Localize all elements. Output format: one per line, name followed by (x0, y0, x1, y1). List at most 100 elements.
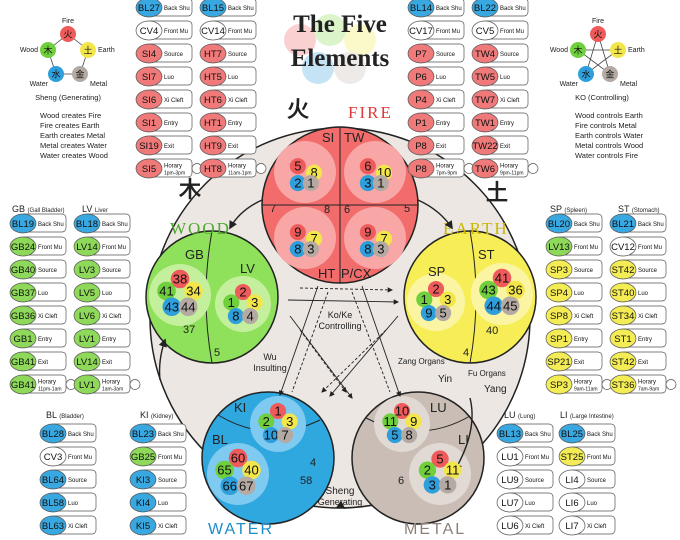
controlling-label: Controlling (318, 321, 361, 331)
point-dot-wood-gb-4: 44 (178, 297, 198, 317)
point-dot-fire-si-2: 2 (289, 175, 306, 192)
ko-line-0: Wood controls Earth (575, 111, 643, 120)
mini-label-water: Water (560, 81, 579, 88)
clock-icon (527, 163, 539, 174)
title-line-2: Elements (291, 45, 390, 72)
point-code: HT5 (204, 72, 222, 83)
point-type: Xi Cleft (102, 314, 122, 320)
point-type: Exit (102, 360, 112, 366)
point-type: Back Shu (38, 222, 64, 228)
point-type: Source (500, 52, 520, 58)
wood-label: WOOD (170, 219, 231, 238)
title-line-1: The Five (293, 11, 387, 38)
point-code: CV4 (140, 26, 158, 37)
point-type: Luo (500, 75, 511, 81)
point-code: BL13 (499, 429, 521, 440)
organ-label-sp: SP (428, 264, 445, 279)
point-dot-wood-lv-0: 2 (234, 283, 252, 301)
svg-text:1: 1 (274, 404, 281, 419)
point-dot-metal-li-2: 11 (443, 461, 462, 479)
svg-text:38: 38 (173, 272, 187, 287)
point-type: Horary (228, 164, 246, 170)
point-type: Source (102, 268, 122, 274)
mini-label-fire: Fire (62, 18, 74, 25)
svg-text:10: 10 (395, 404, 409, 419)
sheng-line-4: Water creates Wood (40, 151, 108, 160)
point-horary-time: 11pm-1am (38, 387, 62, 393)
point-dot-metal-lu-2: 9 (405, 413, 422, 430)
point-type: Horary (436, 164, 454, 170)
point-type: Xi Cleft (164, 98, 184, 104)
point-code: BL28 (42, 429, 64, 440)
point-horary-time: 9pm-11pm (500, 171, 524, 177)
point-code: LV1 (79, 380, 95, 391)
point-code: P8 (415, 141, 427, 152)
point-dot-earth-st-0: 41 (492, 268, 512, 288)
point-code: HT1 (204, 118, 222, 129)
svg-text:8: 8 (406, 428, 413, 443)
ring-num-water-1: 58 (300, 475, 312, 487)
point-type: Back Shu (164, 6, 190, 12)
svg-text:41: 41 (495, 271, 509, 286)
svg-text:2: 2 (424, 463, 431, 478)
point-dot-earth-sp-4: 5 (435, 304, 452, 322)
point-code: TW5 (475, 72, 495, 83)
point-horary-time: 7pm-9pm (436, 171, 457, 177)
ring-num-wood-1: 5 (214, 347, 220, 359)
point-code: SI5 (142, 164, 156, 175)
organ-label-ht: HT (318, 266, 335, 281)
yin-label: Yin (438, 374, 452, 385)
mini-glyph-earth: 土 (83, 45, 92, 56)
point-type: Exit (436, 144, 446, 150)
point-dot-water-ki-3: 10 (262, 426, 279, 444)
point-code: HT8 (204, 164, 222, 175)
ring-num-wood-0: 37 (183, 324, 195, 336)
point-type: Exit (38, 360, 48, 366)
point-code: P6 (415, 72, 427, 83)
svg-text:1: 1 (421, 292, 428, 307)
organ-label-st: ST (478, 247, 495, 262)
point-code: KI3 (136, 475, 150, 486)
point-code: BL25 (561, 429, 583, 440)
point-type: Exit (638, 360, 648, 366)
point-type: Front Mu (158, 455, 182, 461)
point-type: Front Mu (587, 455, 611, 461)
point-code: SP1 (550, 334, 568, 345)
svg-text:5: 5 (391, 428, 398, 443)
point-code: SI1 (142, 118, 156, 129)
ko-line-3: Metal controls Wood (575, 141, 643, 150)
point-code: KI5 (136, 521, 150, 532)
point-code: ST42 (612, 357, 635, 368)
point-code: GB41 (11, 380, 35, 391)
svg-text:9: 9 (364, 225, 371, 240)
ring-num-earth-0: 40 (486, 325, 498, 337)
point-dot-fire-tw-3: 1 (372, 175, 389, 192)
point-code: GB41 (11, 357, 35, 368)
point-type: Entry (500, 121, 514, 127)
header-lu: LU (Lung) (504, 410, 535, 420)
point-code: SI19 (139, 141, 159, 152)
point-code: CV14 (201, 26, 225, 37)
point-type: Horary (500, 164, 518, 170)
point-type: Xi Cleft (436, 98, 456, 104)
point-code: LV6 (79, 311, 95, 322)
point-code: SP3 (550, 265, 568, 276)
generating-arrows (158, 199, 473, 510)
organ-label-tw: TW (344, 130, 365, 145)
point-code: HT7 (204, 49, 222, 60)
